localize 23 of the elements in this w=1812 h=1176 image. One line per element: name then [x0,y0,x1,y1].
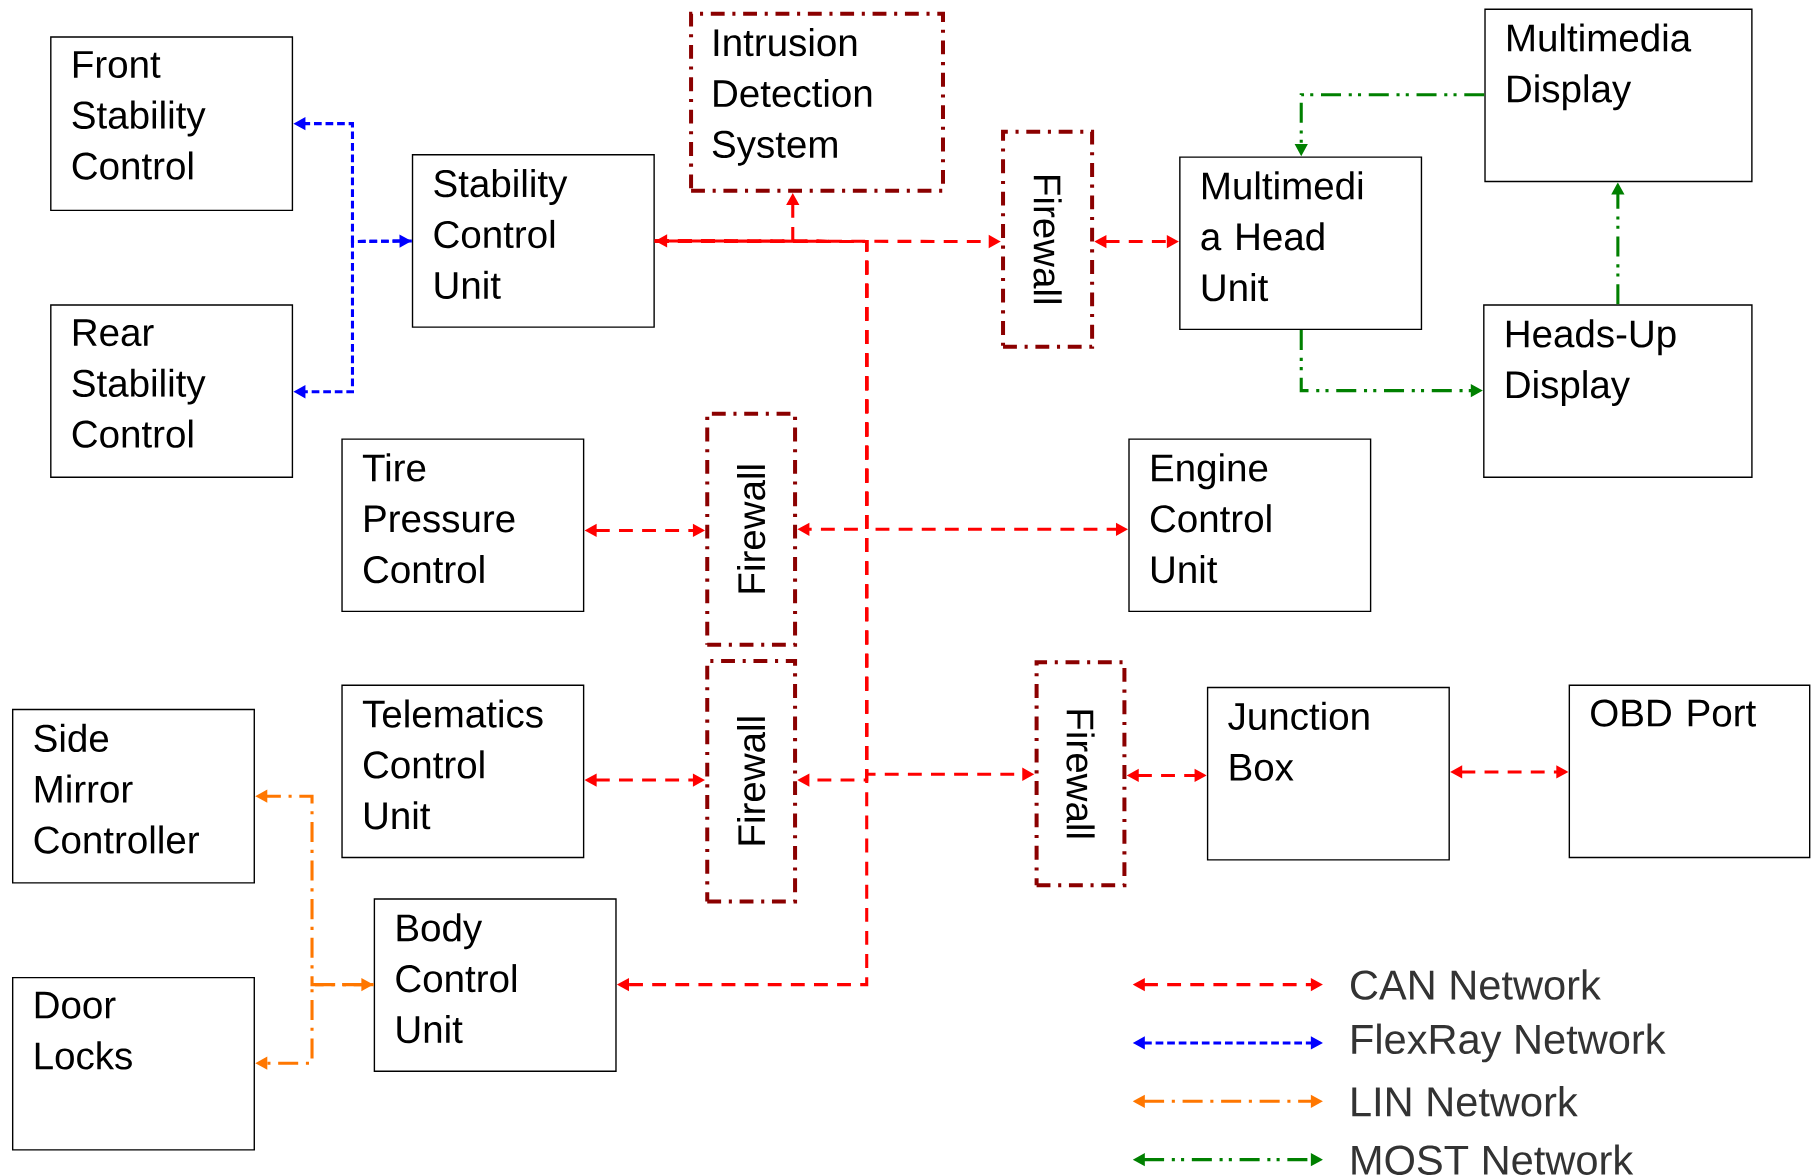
component-box: Junction Box [1206,686,1450,861]
firewall-box: Firewall [705,411,798,647]
legend-label: LIN Network [1352,1085,1578,1117]
legend-label: FlexRay Network [1352,1023,1666,1063]
legend-label: CAN Network [1351,969,1601,1000]
component-box: Body Control Unit [373,898,617,1072]
legend-label: MOST Network [1352,1144,1634,1175]
component-box: Telematics Control Unit [341,684,585,858]
component-box: Stability Control Unit [411,153,655,328]
component-box: Door Locks [12,976,255,1151]
firewall-box: Firewall [705,658,798,904]
component-box: Side Mirror Controller [12,708,255,884]
firewall-box: Firewall [1001,129,1095,349]
component-box: Multimedia Display [1484,8,1753,182]
component-box: Front Stability Control [50,36,294,211]
detection-system-box: Intrusion Detection System [689,11,945,193]
component-box: Engine Control Unit [1128,438,1372,612]
component-box: Tire Pressure Control [341,438,585,612]
component-box: OBD Port [1568,684,1811,858]
component-box: Rear Stability Control [50,304,294,478]
component-box: Multimedi a Head Unit [1179,156,1423,330]
firewall-box: Firewall [1034,659,1127,888]
component-box: Heads-Up Display [1483,304,1753,478]
